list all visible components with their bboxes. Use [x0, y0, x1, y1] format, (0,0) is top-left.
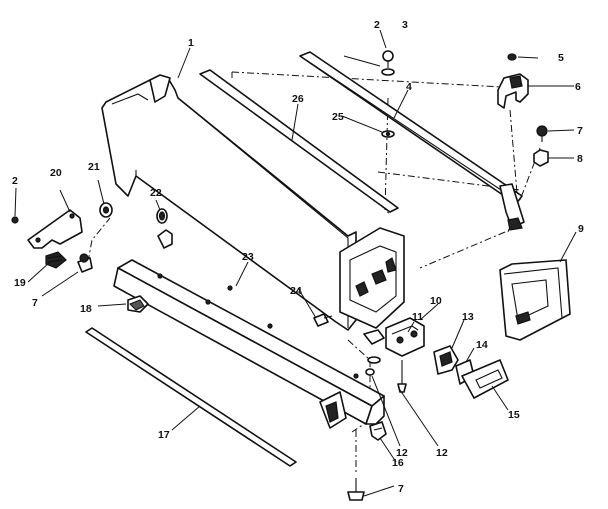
part-7-bottom-screw: [347, 478, 365, 501]
callout-7-bottom: 7: [398, 483, 404, 495]
part-9-control-panel: [499, 259, 571, 341]
part-13-14-15-knob-assembly: [433, 345, 509, 399]
callout-25: 25: [332, 111, 344, 123]
callout-labels: 1 2 3 4 5 6 7 8 9 10 11 12 12 13 14 15 1…: [12, 19, 584, 495]
callout-3: 3: [402, 19, 408, 31]
callout-18: 18: [80, 303, 92, 315]
part-24-screw: [313, 313, 333, 327]
callout-10: 10: [430, 295, 442, 307]
part-5-6-bracket: [497, 53, 529, 109]
part-18-foot: [127, 295, 149, 313]
callout-26: 26: [292, 93, 304, 105]
callout-16: 16: [392, 457, 404, 469]
callout-12-right: 12: [436, 447, 448, 459]
callout-9: 9: [578, 223, 584, 235]
callout-5: 5: [558, 52, 564, 64]
callout-4: 4: [406, 81, 412, 93]
part-17-strip: [85, 327, 297, 467]
callout-23: 23: [242, 251, 254, 263]
part-26-strip: [199, 69, 399, 213]
callout-12-left: 12: [396, 447, 408, 459]
callout-2-left: 2: [12, 175, 18, 187]
callout-2-top: 2: [374, 19, 380, 31]
assembly-guide-lines: [87, 71, 541, 475]
part-21-washer: [99, 202, 113, 218]
callout-leaders: [14, 29, 577, 497]
part-2-3-screw-washer: [343, 50, 395, 138]
callout-21: 21: [88, 161, 100, 173]
callout-1: 1: [188, 37, 194, 49]
callout-7-right: 7: [577, 125, 583, 137]
callout-6: 6: [575, 81, 581, 93]
part-7-8-fasteners: [533, 125, 549, 167]
callout-8: 8: [577, 153, 583, 165]
callout-15: 15: [508, 409, 520, 421]
part-10-11-switch: [363, 317, 425, 393]
callout-13: 13: [462, 311, 474, 323]
callout-20: 20: [50, 167, 62, 179]
callout-7-left: 7: [32, 297, 38, 309]
callout-17: 17: [158, 429, 170, 441]
part-19-20-left-bracket: [11, 209, 93, 273]
callout-19: 19: [14, 277, 26, 289]
callout-24: 24: [290, 285, 302, 297]
part-22-washer: [156, 208, 173, 249]
part-4-rail: [299, 51, 525, 231]
part-23-channel: [113, 259, 385, 429]
callout-14: 14: [476, 339, 488, 351]
part-16-clip: [369, 421, 387, 441]
part-1-main-housing: [101, 74, 405, 331]
callout-22: 22: [150, 187, 162, 199]
callout-11: 11: [412, 311, 423, 323]
